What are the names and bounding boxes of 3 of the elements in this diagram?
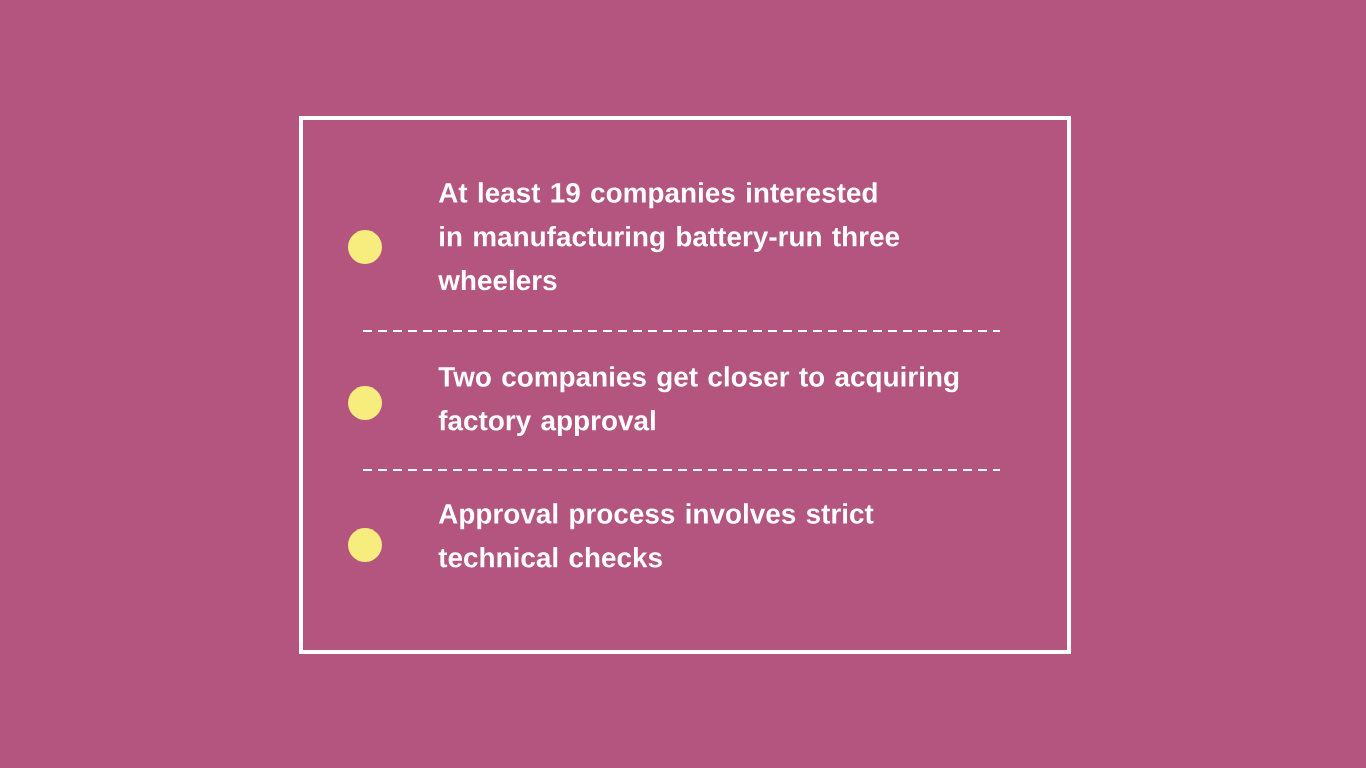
- bullet-text: Approval process involves strict technical checks: [438, 503, 874, 568]
- bullet-text: At least 19 companies interested in manufacturing battery-run three wheelers: [438, 182, 900, 291]
- bullet-text: Two companies get closer to acquiring factory approval: [438, 366, 959, 437]
